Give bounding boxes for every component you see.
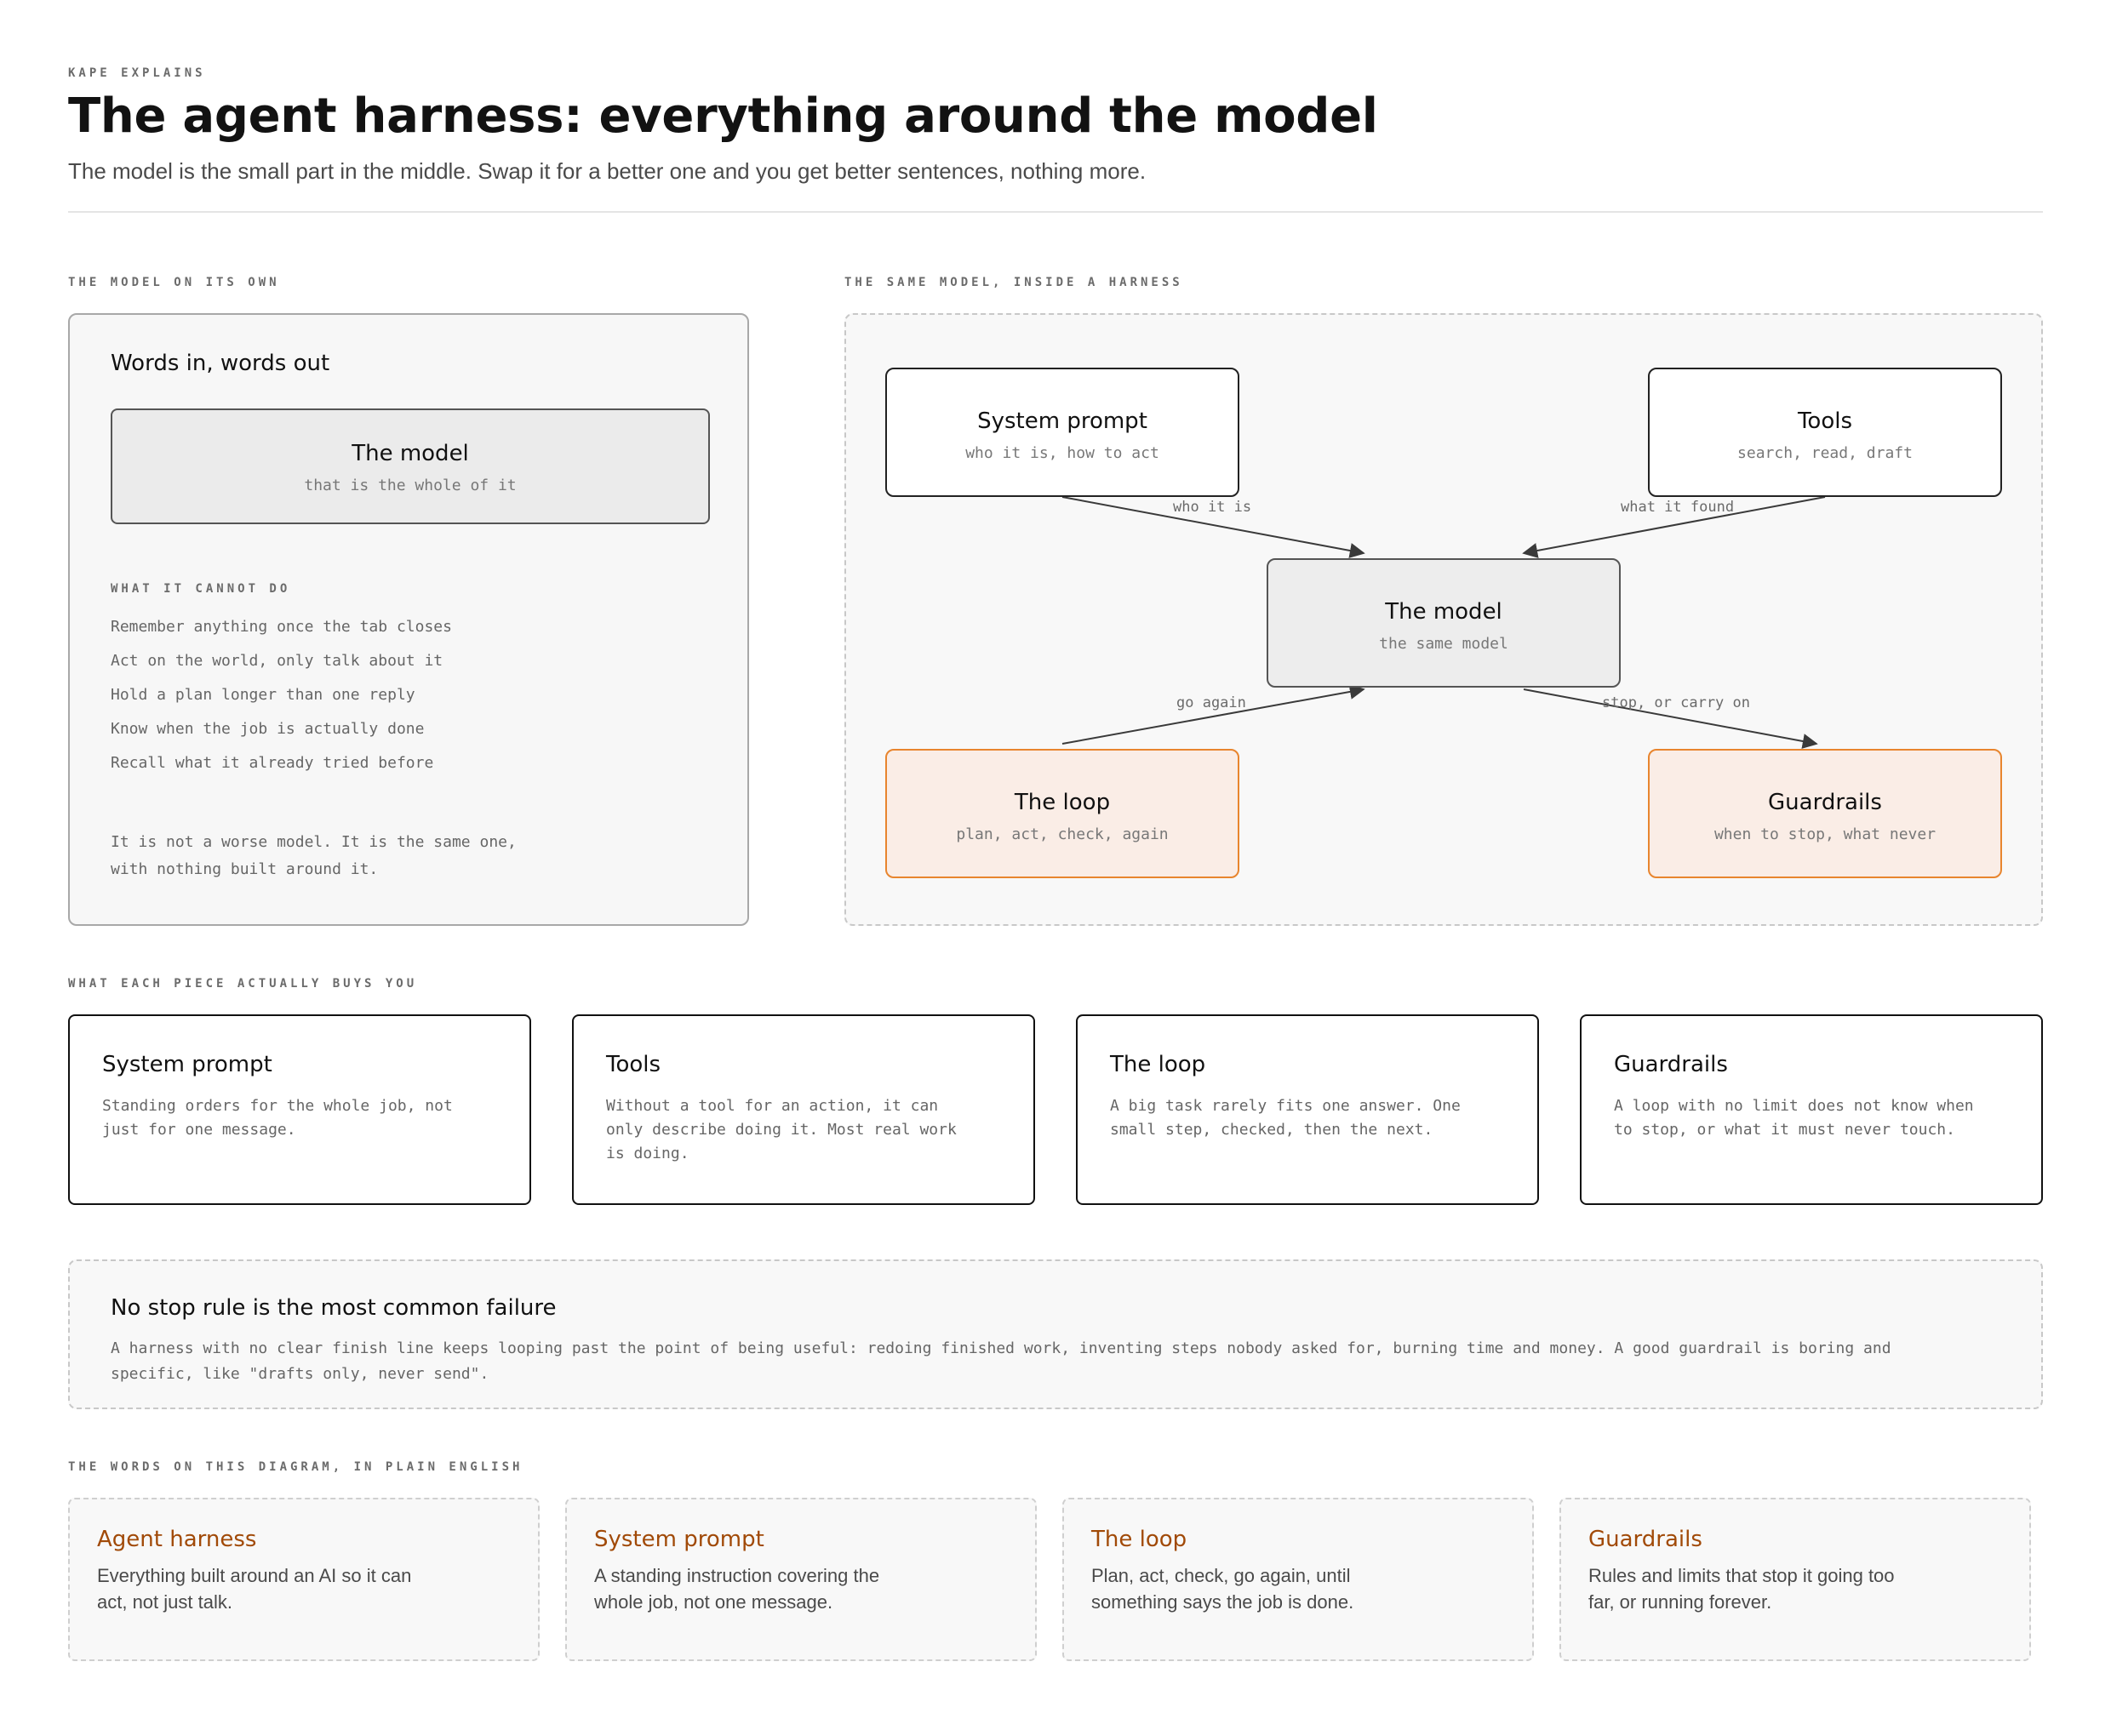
edge-label-stop-or-carry-on: stop, or carry on [1602, 694, 1750, 711]
note-line: It is not a worse model. It is the same … [111, 833, 517, 851]
section-label-pieces: WHAT EACH PIECE ACTUALLY BUYS YOU [68, 977, 418, 991]
harness-edges [1061, 496, 1826, 749]
list-item: Hold a plan longer than one reply [111, 686, 415, 704]
model-alone-heading: Words in, words out [111, 351, 330, 376]
harness-diagram-panel: System prompt who it is, how to act Tool… [844, 313, 2043, 926]
piece-title: Tools [606, 1052, 661, 1077]
glossary-definition: A standing instruction covering the whol… [594, 1565, 880, 1613]
piece-title: Guardrails [1614, 1052, 1728, 1077]
node-title: Tools [1797, 408, 1853, 434]
piece-title: System prompt [102, 1052, 272, 1077]
callout-title: No stop rule is the most common failure [111, 1295, 557, 1321]
piece-description: A big task rarely fits one answer. One s… [1110, 1097, 1461, 1139]
node-system-prompt: System prompt who it is, how to act [885, 368, 1239, 497]
callout-body: A harness with no clear finish line keep… [111, 1339, 1891, 1383]
list-item: Remember anything once the tab closes [111, 618, 452, 636]
edge-label-who-it-is: who it is [1173, 499, 1252, 516]
node-subtitle: who it is, how to act [965, 444, 1159, 462]
piece-description: A loop with no limit does not know when … [1614, 1097, 1974, 1139]
cannot-do-label: WHAT IT CANNOT DO [111, 582, 291, 596]
piece-card-system-prompt: System prompt Standing orders for the wh… [68, 1014, 531, 1205]
list-item: Act on the world, only talk about it [111, 652, 443, 670]
list-item: Recall what it already tried before [111, 754, 434, 772]
node-loop: The loop plan, act, check, again [885, 749, 1239, 878]
node-subtitle: plan, act, check, again [956, 825, 1169, 843]
glossary-definition: Rules and limits that stop it going too … [1588, 1565, 1895, 1613]
glossary-term: System prompt [594, 1527, 764, 1552]
edge-model-to-guardrails [1523, 688, 1818, 749]
glossary-term: The loop [1091, 1527, 1187, 1552]
model-alone-title: The model [352, 441, 469, 466]
glossary-term: Guardrails [1588, 1527, 1702, 1552]
failure-callout: No stop rule is the most common failure … [68, 1259, 2043, 1409]
glossary-card-loop: The loop Plan, act, check, go again, unt… [1062, 1498, 1534, 1661]
piece-description: Without a tool for an action, it can onl… [606, 1097, 957, 1162]
note-line: with nothing built around it. [111, 860, 379, 878]
kicker: KAPE EXPLAINS [68, 66, 206, 80]
node-title: System prompt [977, 408, 1147, 434]
glossary-definition: Plan, act, check, go again, until someth… [1091, 1565, 1354, 1613]
piece-title: The loop [1110, 1052, 1206, 1077]
model-alone-box: The model that is the whole of it [111, 408, 710, 524]
node-subtitle: the same model [1379, 635, 1508, 653]
node-guardrails: Guardrails when to stop, what never [1648, 749, 2002, 878]
header-divider [68, 211, 2043, 213]
edge-tools-to-model [1522, 496, 1826, 558]
model-alone-note: It is not a worse model. It is the same … [111, 829, 517, 883]
piece-card-tools: Tools Without a tool for an action, it c… [572, 1014, 1035, 1205]
glossary-definition: Everything built around an AI so it can … [97, 1565, 412, 1613]
glossary-term: Agent harness [97, 1527, 257, 1552]
section-label-harness: THE SAME MODEL, INSIDE A HARNESS [844, 276, 1183, 289]
edge-loop-to-model [1061, 684, 1365, 745]
node-title: Guardrails [1768, 790, 1882, 815]
piece-card-guardrails: Guardrails A loop with no limit does not… [1580, 1014, 2043, 1205]
list-item: Know when the job is actually done [111, 720, 425, 738]
cannot-do-list: Remember anything once the tab closes Ac… [111, 618, 452, 788]
model-alone-subtitle: that is the whole of it [304, 477, 517, 494]
edge-label-go-again: go again [1176, 694, 1246, 711]
glossary-card-guardrails: Guardrails Rules and limits that stop it… [1559, 1498, 2031, 1661]
node-title: The model [1385, 599, 1502, 625]
node-subtitle: search, read, draft [1737, 444, 1913, 462]
page-subtitle: The model is the small part in the middl… [68, 158, 1147, 184]
page-title: The agent harness: everything around the… [68, 89, 1378, 144]
piece-card-loop: The loop A big task rarely fits one answ… [1076, 1014, 1539, 1205]
model-alone-panel: Words in, words out The model that is th… [68, 313, 749, 926]
node-tools: Tools search, read, draft [1648, 368, 2002, 497]
edge-system-prompt-to-model [1061, 496, 1365, 558]
glossary-card-agent-harness: Agent harness Everything built around an… [68, 1498, 540, 1661]
node-title: The loop [1014, 790, 1111, 815]
node-subtitle: when to stop, what never [1713, 825, 1937, 843]
glossary-card-system-prompt: System prompt A standing instruction cov… [565, 1498, 1037, 1661]
piece-description: Standing orders for the whole job, not j… [102, 1097, 453, 1139]
section-label-glossary: THE WORDS ON THIS DIAGRAM, IN PLAIN ENGL… [68, 1460, 523, 1474]
section-label-model-alone: THE MODEL ON ITS OWN [68, 276, 280, 289]
node-model: The model the same model [1267, 558, 1621, 688]
edge-label-what-it-found: what it found [1621, 499, 1735, 516]
